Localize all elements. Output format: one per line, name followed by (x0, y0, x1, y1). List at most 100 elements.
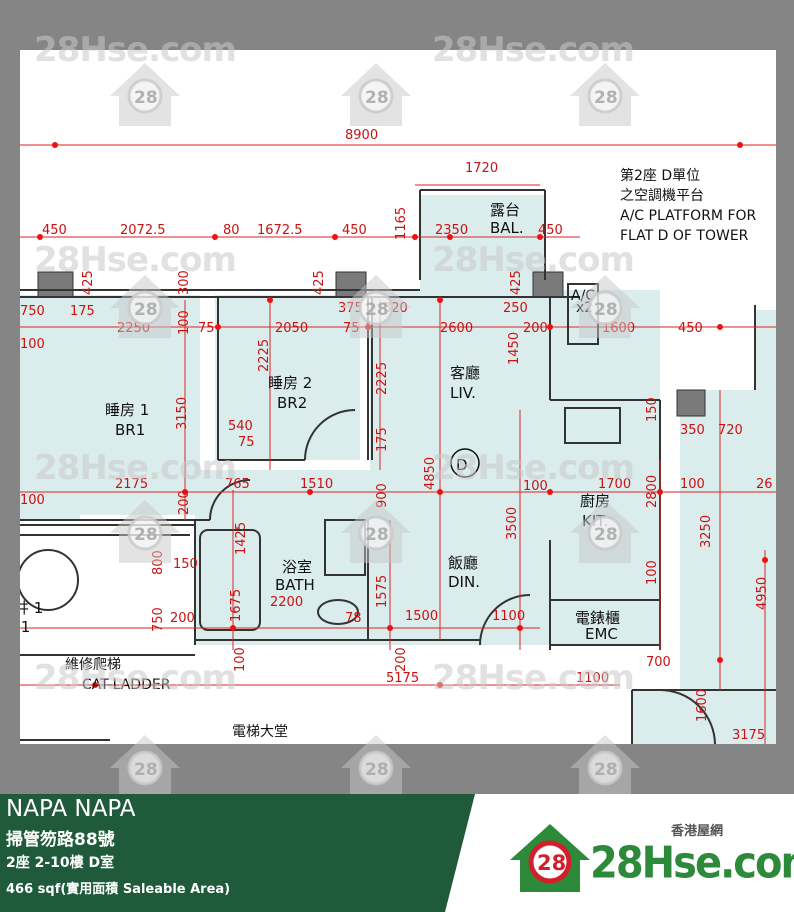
liv-label-en: LIV. (450, 384, 476, 402)
dim-100c: 100 (20, 493, 45, 508)
lobby-label-cn: 電梯大堂 (232, 724, 288, 740)
toilet (317, 599, 359, 625)
dim-425b: 425 (312, 270, 327, 295)
watermark-logo-number: 28 (365, 525, 389, 545)
br1-label-en: BR1 (115, 421, 145, 439)
dim-1165: 1165 (394, 207, 409, 240)
br2-door (304, 409, 356, 461)
dim-765: 765 (225, 477, 250, 492)
watermark-logo-number: 28 (594, 525, 618, 545)
dim-8900: 8900 (345, 128, 378, 143)
estate-address: 掃管笏路88號 (6, 830, 115, 850)
ladder-label-cn: 維修爬梯 (65, 657, 121, 673)
dim-200b: 200 (177, 490, 192, 515)
watermark-logo-icon: 28 (110, 275, 180, 338)
brand-chinese-name: 香港屋網 (671, 824, 724, 839)
dim-1450: 1450 (507, 332, 522, 365)
dim-80: 80 (223, 223, 240, 238)
lower-door (659, 689, 716, 744)
dim-1600b: 1600 (695, 689, 710, 722)
watermark-logo-icon: 28 (341, 500, 411, 563)
dim-450c: 450 (538, 223, 563, 238)
dim-150b: 150 (173, 557, 198, 572)
dim-450d: 450 (678, 321, 703, 336)
dim-2072: 2072.5 (120, 223, 166, 238)
watermark-text: 28Hse.com (432, 30, 635, 70)
living-fill (370, 290, 660, 645)
watermark-logo-number: 28 (594, 760, 618, 780)
lower-right-fill (632, 690, 776, 744)
watermark-logo-icon: 28 (110, 735, 180, 798)
dim-720: 720 (718, 423, 743, 438)
dim-300: 300 (177, 270, 192, 295)
br2-label-en: BR2 (277, 394, 307, 412)
watermark-logo-icon: 28 (110, 500, 180, 563)
dim-4850: 4850 (423, 457, 438, 490)
bath-fill (195, 470, 380, 645)
right-strip-fill (755, 310, 776, 390)
br1-label-cn: 睡房 1 (105, 401, 149, 419)
dim-1100b: 1100 (576, 671, 609, 686)
balcony-label-en: BAL. (490, 219, 524, 237)
dim-175: 175 (70, 304, 95, 319)
watermark-logo-number: 28 (134, 760, 158, 780)
liv-label-cn: 客廳 (450, 364, 480, 382)
dim-425a: 425 (81, 270, 96, 295)
watermark-text: 28Hse.com (432, 240, 635, 280)
dim-4950: 4950 (755, 577, 770, 610)
dim-2600: 2600 (440, 321, 473, 336)
dim-150a: 150 (645, 397, 660, 422)
dim-2225a: 2225 (257, 339, 272, 372)
estate-name: NAPA NAPA (6, 796, 136, 822)
dim-26: 26 (756, 477, 773, 492)
dim-1425: 1425 (234, 522, 249, 555)
dim-450a: 450 (42, 223, 67, 238)
dim-2800: 2800 (645, 475, 660, 508)
balcony-fill (420, 195, 545, 290)
footer-bar: NAPA NAPA 掃管笏路88號 2座 2-10樓 D室 466 sqf(實用… (0, 794, 794, 912)
watermark-logo-icon: 28 (341, 735, 411, 798)
watermark-text: 28Hse.com (34, 240, 237, 280)
watermark-logo-number: 28 (365, 300, 389, 320)
dim-2225b: 2225 (375, 362, 390, 395)
footer-info-panel: NAPA NAPA 掃管笏路88號 2座 2-10樓 D室 466 sqf(實用… (0, 794, 475, 912)
br2-label-cn: 睡房 2 (268, 374, 312, 392)
dim-350: 350 (680, 423, 705, 438)
shaft-circle (20, 549, 79, 611)
column-1 (37, 271, 74, 298)
watermark-text: 28Hse.com (34, 30, 237, 70)
din-label-en: DIN. (448, 573, 480, 591)
balcony-label-cn: 露台 (490, 201, 520, 219)
shaft-label-en: .1 (20, 618, 30, 636)
dim-2200: 2200 (270, 595, 303, 610)
dim-1675: 1675 (229, 589, 244, 622)
dim-3175: 3175 (732, 728, 765, 743)
watermark-logo-icon: 28 (570, 500, 640, 563)
dim-900: 900 (375, 483, 390, 508)
dim-1500: 1500 (405, 609, 438, 624)
dim-750b: 750 (151, 607, 166, 632)
dim-750: 750 (20, 304, 45, 319)
dim-2050: 2050 (275, 321, 308, 336)
dim-75a: 75 (198, 321, 215, 336)
emc-label-cn: 電錶櫃 (575, 609, 620, 627)
dim-75c: 75 (238, 435, 255, 450)
dim-5175: 5175 (386, 671, 419, 686)
watermark-logo-icon: 28 (341, 275, 411, 338)
shaft-label-cn: 井 1 (20, 599, 43, 617)
dim-100b: 100 (177, 310, 192, 335)
dim-100d: 100 (523, 479, 548, 494)
watermark-logo-icon: 28 (110, 63, 180, 126)
dim-1720: 1720 (465, 161, 498, 176)
dim-450b: 450 (342, 223, 367, 238)
emc-label-en: EMC (585, 625, 618, 643)
watermark-logo-number: 28 (134, 525, 158, 545)
dim-700: 700 (646, 655, 671, 670)
dim-2175: 2175 (115, 477, 148, 492)
dim-2350: 2350 (435, 223, 468, 238)
watermark-logo-number: 28 (134, 88, 158, 108)
watermark-logo-icon: 28 (570, 735, 640, 798)
unit-letter: D (456, 456, 468, 474)
unit-info: 2座 2-10樓 D室 (6, 855, 115, 871)
bath-label-cn: 浴室 (282, 558, 312, 576)
